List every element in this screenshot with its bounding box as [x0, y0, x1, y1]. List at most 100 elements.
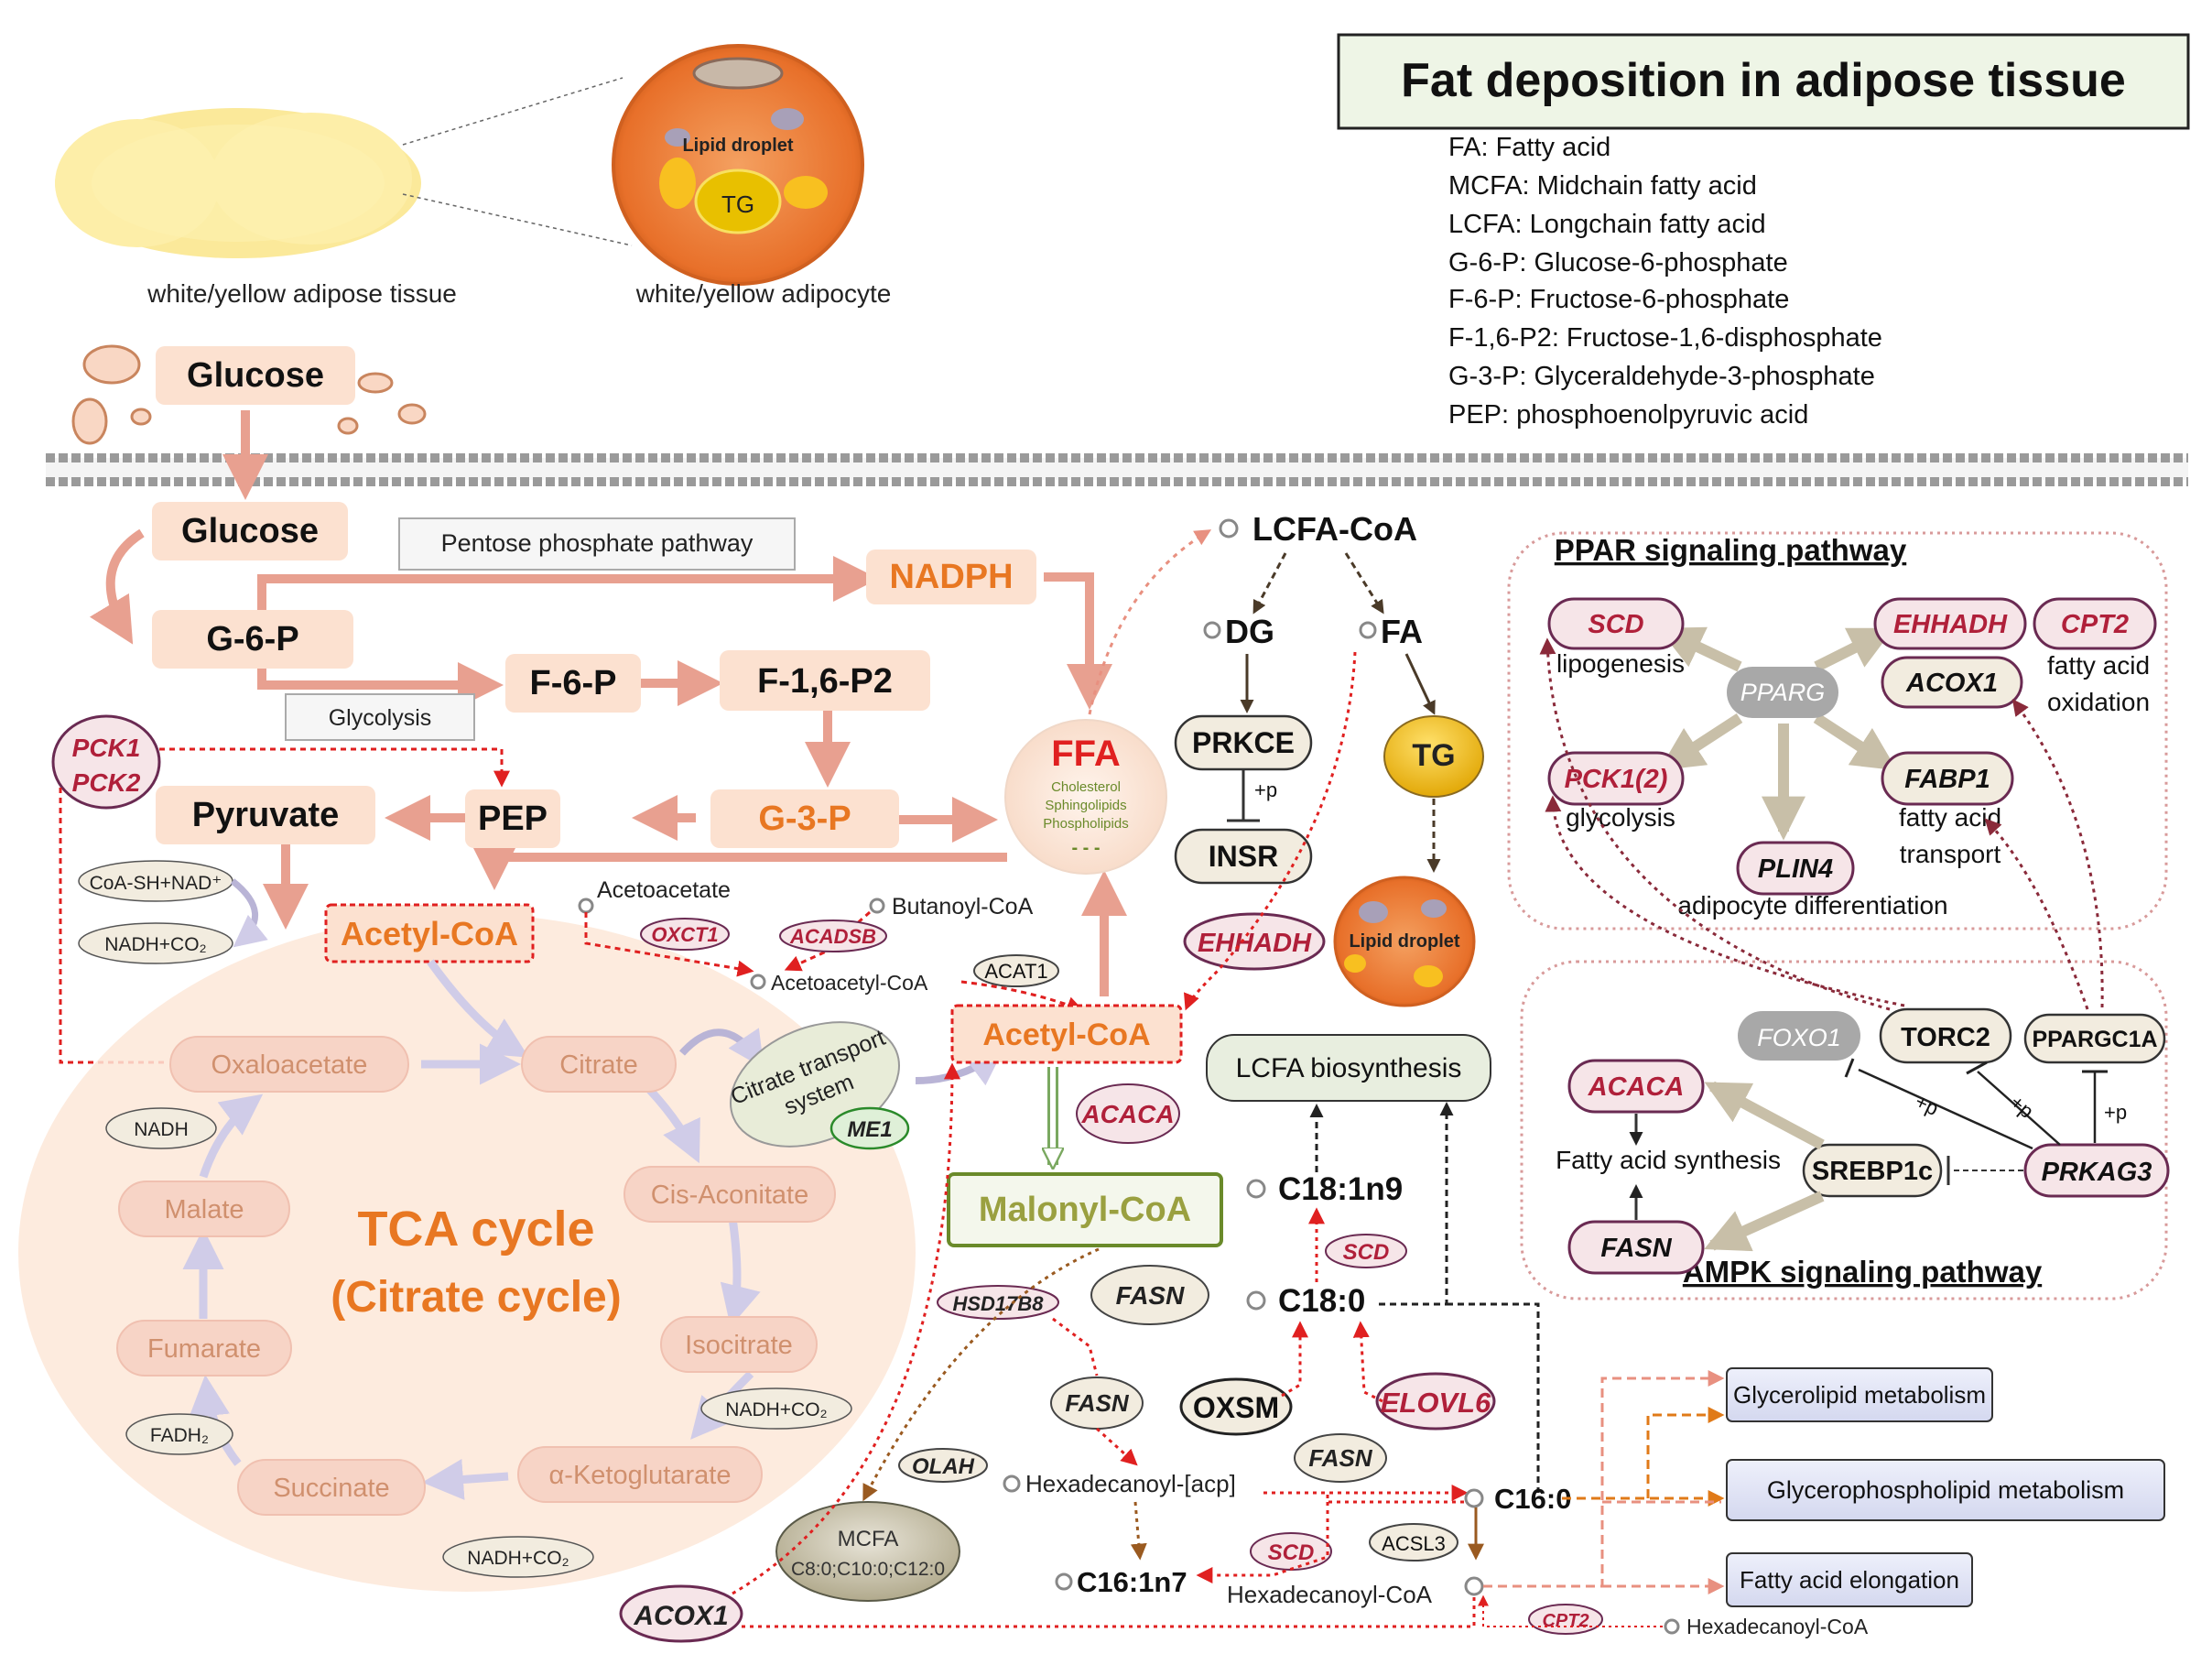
legend-mcfa: MCFA: Midchain fatty acid: [1448, 171, 1757, 201]
c18-1n9-label: C18:1n9: [1278, 1171, 1403, 1207]
citrate-transport-system: Citrate transport system ME1: [679, 1021, 1004, 1150]
ffa-node: FFA Cholesterol Sphingolipids Phospholip…: [1004, 719, 1167, 875]
fasn-b-label: FASN: [1065, 1389, 1130, 1417]
fao-line2: oxidation: [2047, 688, 2150, 716]
g6p-label: G-6-P: [206, 620, 298, 658]
citrate-label: Citrate: [559, 1050, 637, 1080]
ppar-acox1-label: ACOX1: [1905, 669, 1998, 698]
scd-a-gene-label: SCD: [1343, 1240, 1390, 1265]
ampk-acaca-label: ACACA: [1588, 1072, 1685, 1102]
acetyl-coa-cytosol-box: [950, 1004, 1183, 1064]
acetoacetate-block: Acetoacetate Butanoyl-CoA OXCT1 ACADSB A…: [578, 877, 1084, 1013]
g3p-label: G-3-P: [758, 800, 851, 838]
acsl3-label: ACSL3: [1382, 1532, 1446, 1555]
scd-b-gene-label: SCD: [1268, 1540, 1315, 1565]
foxo1-plus-p: +p: [1912, 1090, 1942, 1120]
nadh-co2-isocitrate-label: NADH+CO₂: [725, 1399, 827, 1420]
adipocyte-illustration: TG Lipid droplet: [402, 44, 864, 286]
sphingolipids-label: Sphingolipids: [1045, 798, 1126, 813]
c16-1n7-label: C16:1n7: [1077, 1566, 1187, 1598]
pep-label: PEP: [478, 800, 548, 838]
insr-label: INSR: [1209, 840, 1278, 873]
legend-lcfa: LCFA: Longchain fatty acid: [1448, 210, 1766, 239]
f6p-label: F-6-P: [530, 664, 617, 702]
prkce-label: PRKCE: [1192, 726, 1295, 759]
isocitrate-label: Isocitrate: [685, 1331, 793, 1360]
prkce-plus-p: +p: [1254, 778, 1277, 801]
title-box: [1337, 33, 2190, 130]
cpt2-gene-label: CPT2: [1542, 1611, 1589, 1631]
pck1-label: PCK1: [72, 734, 141, 762]
ppar-ehhadh-label: EHHADH: [1893, 610, 2008, 639]
acaca-gene-label: ACACA: [1080, 1100, 1174, 1128]
legend-f16p2: F-1,6-P2: Fructose-1,6-disphosphate: [1448, 323, 1882, 353]
lipid-droplet-label: Lipid droplet: [1349, 931, 1459, 952]
ppar-scd-label: SCD: [1588, 610, 1643, 639]
hexadecanoyl-acp-label: Hexadecanoyl-[acp]: [1025, 1470, 1236, 1497]
torc2-plus-p: +p: [2006, 1091, 2038, 1123]
c18-0-label: C18:0: [1278, 1283, 1365, 1319]
malonyl-to-mcfa-arrow: [862, 1247, 1100, 1502]
legend-pep: PEP: phosphoenolpyruvic acid: [1448, 400, 1808, 430]
hexadecanoyl-coa2-label: Hexadecanoyl-CoA: [1686, 1615, 1869, 1638]
fasn-a-label: FASN: [1116, 1281, 1185, 1310]
tca-intermediates: Oxaloacetate Citrate Cis-Aconitate Isoci…: [116, 1036, 836, 1516]
adipocyte-tg-label: TG: [721, 190, 754, 218]
legend-g6p: G-6-P: Glucose-6-phosphate: [1448, 248, 1788, 277]
pyruvate-label: Pyruvate: [192, 796, 340, 834]
ppar-cpt2-label: CPT2: [2061, 610, 2129, 639]
tg-label: TG: [1412, 738, 1455, 773]
acetyl-coa-box: [324, 903, 535, 963]
output-pathways: Glycerolipid metabolism Glycerophospholi…: [1483, 1367, 2165, 1607]
ampk-to-ppar-arrows: [1539, 637, 2104, 1011]
glycolysis-func-label: glycolysis: [1566, 803, 1675, 832]
tca-cycle-title: TCA cycle: [357, 1202, 594, 1257]
adipose-tissue-illustration: [55, 108, 421, 258]
lipogenesis-label: lipogenesis: [1556, 649, 1685, 678]
phospholipids-label: Phospholipids: [1043, 816, 1128, 832]
pck2-label: PCK2: [72, 768, 141, 797]
glycerolipid-metabolism-label: Glycerolipid metabolism: [1733, 1381, 1986, 1409]
nadph-label: NADPH: [889, 558, 1013, 596]
acetyl-coa-cytosol-label: Acetyl-CoA: [982, 1017, 1150, 1052]
ppargc1a-plus-p: +p: [2104, 1101, 2127, 1124]
dg-label: DG: [1225, 613, 1274, 650]
ppar-arrows: [1658, 626, 1898, 841]
cell-membrane: [46, 453, 2188, 486]
malonyl-coa-label: Malonyl-CoA: [979, 1191, 1191, 1229]
c16-0-label: C16:0: [1494, 1483, 1571, 1515]
foxo1-label: FOXO1: [1757, 1024, 1841, 1051]
alpha-ketoglutarate-label: α-Ketoglutarate: [549, 1461, 732, 1490]
ehhadh-gene-label: EHHADH: [1198, 929, 1312, 958]
fao-line1: fatty acid: [2047, 651, 2150, 680]
lcfa-coa-label: LCFA-CoA: [1252, 510, 1417, 548]
glucose-inside-label: Glucose: [181, 512, 319, 550]
ppar-pathway-box: [1507, 531, 2168, 930]
olah-label: OLAH: [912, 1454, 975, 1479]
fat-line1: fatty acid: [1899, 803, 2001, 832]
lcfa-biosynthesis-label: LCFA biosynthesis: [1236, 1053, 1462, 1083]
acetoacetyl-coa-label: Acetoacetyl-CoA: [771, 971, 928, 995]
ppargc1a-label: PPARGC1A: [2032, 1027, 2157, 1052]
nadh-co2-label: NADH+CO₂: [104, 934, 206, 955]
pck1-pck2-gene: PCK1 PCK2: [51, 714, 161, 810]
fumarate-label: Fumarate: [147, 1334, 261, 1364]
tca-cofactors: NADH FADH₂ NADH+CO₂ NADH+CO₂: [105, 1107, 852, 1578]
legend-g3p: G-3-P: Glyceraldehyde-3-phosphate: [1448, 362, 1875, 391]
pck-to-pep-arrow: [159, 747, 510, 788]
legend-f6p: F-6-P: Fructose-6-phosphate: [1448, 285, 1789, 314]
tca-cycle-arrows: [182, 959, 761, 1500]
oxaloacetate-label: Oxaloacetate: [211, 1050, 368, 1080]
hsd17b8-label: HSD17B8: [952, 1292, 1044, 1315]
ppar-fabp1-label: FABP1: [1904, 765, 1990, 794]
malonyl-coa-box: [947, 1172, 1223, 1247]
coash-label: CoA-SH+NAD⁺: [90, 873, 222, 894]
pentose-phosphate-label: Pentose phosphate pathway: [441, 529, 754, 557]
page-title: Fat deposition in adipose tissue: [1401, 54, 2126, 107]
nadh-co2-akg-label: NADH+CO₂: [467, 1548, 569, 1569]
oxsm-label: OXSM: [1193, 1391, 1279, 1424]
abbreviation-legend: FA: Fatty acid MCFA: Midchain fatty acid…: [1448, 133, 1882, 430]
torc2-label: TORC2: [1901, 1023, 1990, 1052]
